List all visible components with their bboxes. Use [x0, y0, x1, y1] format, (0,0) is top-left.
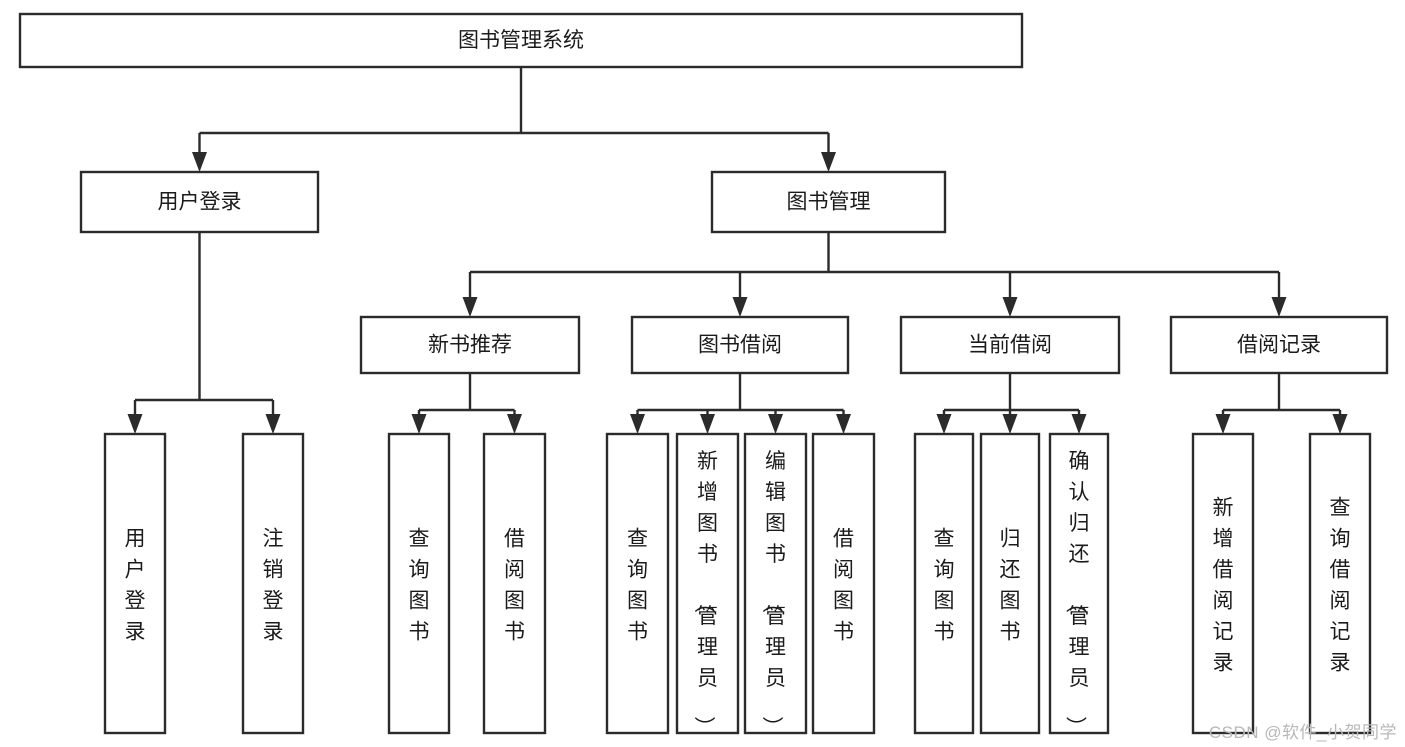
node-box[interactable] — [359, 315, 581, 375]
node-leaf-query-book-1[interactable]: 查询图书 — [387, 432, 451, 735]
node-label: 注销登录 — [263, 528, 284, 644]
arrow-head-icon — [836, 414, 851, 434]
node-label: 图书管理系统 — [458, 29, 584, 52]
node-leaf-query-record[interactable]: 查询借阅记录 — [1308, 432, 1372, 735]
node-leaf-add-book[interactable]: 新增图书（管理员） — [675, 432, 740, 737]
watermark-label: CSDN @软件_小贺同学 — [1208, 723, 1397, 742]
node-leaf-query-book-2[interactable]: 查询图书 — [605, 432, 670, 735]
node-box[interactable] — [18, 12, 1024, 69]
node-leaf-borrow-book-1[interactable]: 借阅图书 — [482, 432, 547, 735]
node-box[interactable] — [979, 432, 1041, 735]
node-leaf-add-record[interactable]: 新增借阅记录 — [1191, 432, 1255, 735]
node-label: 用户登录 — [125, 528, 146, 644]
connector-layer — [127, 67, 1348, 434]
arrow-head-icon — [732, 297, 748, 317]
node-box[interactable] — [811, 432, 876, 735]
node-label: 用户登录 — [158, 191, 242, 214]
node-label: 查询图书 — [627, 528, 648, 644]
node-box[interactable] — [79, 170, 320, 234]
node-label: 借阅图书 — [833, 528, 854, 644]
arrow-head-icon — [821, 152, 836, 172]
node-leaf-borrow-book-2[interactable]: 借阅图书 — [811, 432, 876, 735]
node-box[interactable] — [675, 432, 740, 735]
connector-group — [127, 232, 281, 434]
node-box[interactable] — [913, 432, 975, 735]
node-leaf-logout[interactable]: 注销登录 — [241, 432, 305, 735]
node-label: 图书借阅 — [698, 334, 782, 357]
node-layer: 图书管理系统用户登录图书管理新书推荐图书借阅当前借阅借阅记录用户登录注销登录查询… — [18, 12, 1389, 737]
node-label: 编辑图书（管理员） — [760, 450, 786, 737]
node-label: 确认归还（管理员） — [1064, 450, 1090, 737]
node-label: 归还图书 — [1000, 528, 1021, 644]
node-box[interactable] — [1308, 432, 1372, 735]
arrow-head-icon — [1002, 414, 1018, 434]
arrow-head-icon — [1071, 414, 1087, 434]
node-box[interactable] — [899, 315, 1121, 375]
node-box[interactable] — [241, 432, 305, 735]
arrow-head-icon — [192, 152, 207, 172]
arrow-head-icon — [1215, 414, 1231, 434]
node-box[interactable] — [387, 432, 451, 735]
node-new-book-rec[interactable]: 新书推荐 — [359, 315, 581, 375]
node-book-borrow[interactable]: 图书借阅 — [630, 315, 850, 375]
connector-group — [462, 232, 1287, 317]
node-label: 新增图书（管理员） — [692, 450, 718, 737]
node-box[interactable] — [103, 432, 167, 735]
arrow-head-icon — [1271, 297, 1287, 317]
arrow-head-icon — [411, 414, 427, 434]
arrow-head-icon — [768, 414, 783, 434]
connector-group — [1215, 373, 1348, 434]
connector-group — [630, 373, 851, 434]
node-leaf-user-login[interactable]: 用户登录 — [103, 432, 167, 735]
node-leaf-return-book[interactable]: 归还图书 — [979, 432, 1041, 735]
arrow-head-icon — [936, 414, 952, 434]
node-leaf-confirm-return[interactable]: 确认归还（管理员） — [1048, 432, 1110, 737]
node-book-manage[interactable]: 图书管理 — [710, 170, 947, 234]
node-box[interactable] — [605, 432, 670, 735]
node-borrow-record[interactable]: 借阅记录 — [1169, 315, 1389, 375]
arrow-head-icon — [1002, 297, 1018, 317]
arrow-head-icon — [265, 414, 281, 434]
node-user-login[interactable]: 用户登录 — [79, 170, 320, 234]
node-box[interactable] — [743, 432, 808, 735]
connector-group — [192, 67, 836, 172]
node-box[interactable] — [710, 170, 947, 234]
arrow-head-icon — [630, 414, 645, 434]
node-label: 查询图书 — [409, 528, 430, 644]
arrow-head-icon — [1332, 414, 1348, 434]
node-leaf-edit-book[interactable]: 编辑图书（管理员） — [743, 432, 808, 737]
node-label: 借阅记录 — [1237, 334, 1321, 357]
arrow-head-icon — [507, 414, 522, 434]
node-box[interactable] — [1169, 315, 1389, 375]
node-current-borrow[interactable]: 当前借阅 — [899, 315, 1121, 375]
node-box[interactable] — [1048, 432, 1110, 735]
node-leaf-query-book-3[interactable]: 查询图书 — [913, 432, 975, 735]
node-label: 借阅图书 — [504, 528, 525, 644]
node-label: 查询借阅记录 — [1330, 497, 1351, 675]
arrow-head-icon — [127, 414, 143, 434]
connector-group — [411, 373, 522, 434]
node-label: 查询图书 — [934, 528, 955, 644]
node-label: 新书推荐 — [428, 334, 512, 357]
arrow-head-icon — [462, 297, 478, 317]
node-box[interactable] — [482, 432, 547, 735]
node-box[interactable] — [1191, 432, 1255, 735]
node-box[interactable] — [630, 315, 850, 375]
arrow-head-icon — [700, 414, 715, 434]
node-label: 图书管理 — [787, 191, 871, 214]
node-label: 新增借阅记录 — [1213, 497, 1234, 675]
connector-group — [936, 373, 1087, 434]
node-label: 当前借阅 — [968, 334, 1052, 357]
node-root[interactable]: 图书管理系统 — [18, 12, 1024, 69]
